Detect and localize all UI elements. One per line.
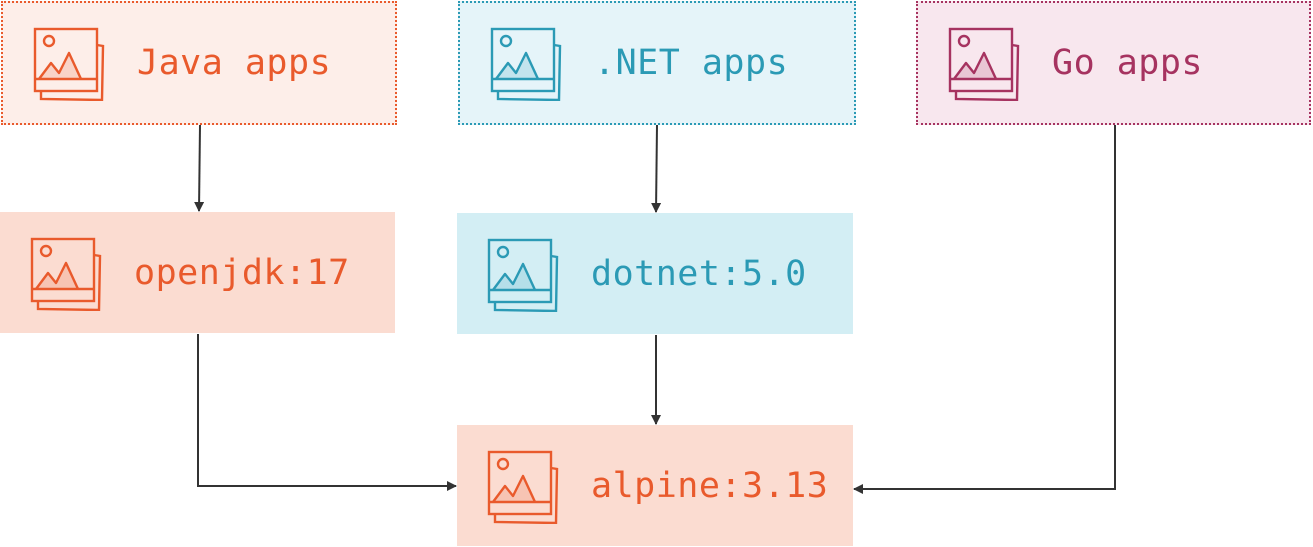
image-stack-icon — [948, 27, 1020, 101]
image-stack-icon — [33, 27, 105, 101]
edge-openjdk-to-alpine — [197, 334, 457, 491]
image-stack-icon — [490, 27, 562, 101]
edge-go-apps-to-alpine — [853, 125, 1116, 494]
image-stack-icon — [30, 237, 102, 311]
node-label: dotnet:5.0 — [591, 253, 807, 294]
node-java-apps: Java apps — [1, 1, 397, 125]
node-go-apps: Go apps — [916, 1, 1311, 125]
image-stack-icon — [487, 238, 559, 312]
node-label: Java apps — [137, 43, 332, 83]
node-label: Go apps — [1052, 43, 1204, 83]
edge-java-apps-to-openjdk — [194, 124, 205, 212]
node-label: .NET apps — [594, 43, 789, 83]
node-dotnet: dotnet:5.0 — [457, 213, 853, 334]
node-dotnet-apps: .NET apps — [458, 1, 856, 125]
node-alpine: alpine:3.13 — [457, 425, 853, 546]
node-openjdk: openjdk:17 — [0, 212, 395, 333]
edge-dotnet-apps-to-dotnet — [651, 124, 662, 213]
node-label: openjdk:17 — [134, 252, 350, 293]
image-stack-icon — [487, 450, 559, 524]
node-label: alpine:3.13 — [591, 465, 829, 506]
